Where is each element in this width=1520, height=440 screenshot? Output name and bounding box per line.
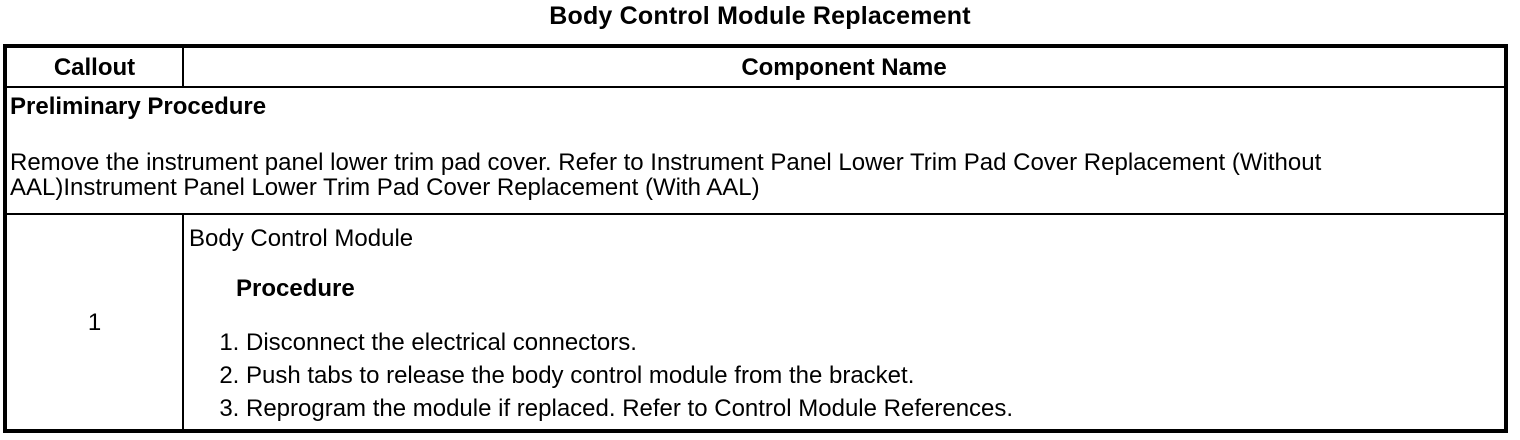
procedure-step: Disconnect the electrical connectors. bbox=[246, 330, 1500, 355]
procedure-step: Push tabs to release the body control mo… bbox=[246, 363, 1500, 388]
callout-value: 1 bbox=[7, 215, 184, 429]
procedure-step: Reprogram the module if replaced. Refer … bbox=[246, 396, 1500, 421]
table-header-row: Callout Component Name bbox=[7, 48, 1504, 88]
page-title: Body Control Module Replacement bbox=[549, 2, 971, 30]
header-callout: Callout bbox=[7, 48, 184, 86]
procedure-steps: Disconnect the electrical connectors. Pu… bbox=[189, 330, 1500, 421]
component-cell: Body Control Module Procedure Disconnect… bbox=[184, 215, 1504, 429]
header-component-name: Component Name bbox=[741, 53, 947, 81]
table-row: 1 Body Control Module Procedure Disconne… bbox=[7, 215, 1504, 429]
component-table: Callout Component Name Preliminary Proce… bbox=[3, 44, 1508, 433]
procedure-heading: Procedure bbox=[236, 275, 355, 302]
preliminary-procedure-text: Remove the instrument panel lower trim p… bbox=[10, 149, 1322, 201]
preliminary-procedure-heading: Preliminary Procedure bbox=[10, 93, 267, 120]
component-name: Body Control Module bbox=[189, 225, 414, 252]
preliminary-procedure-row: Preliminary Procedure Remove the instrum… bbox=[7, 88, 1504, 215]
